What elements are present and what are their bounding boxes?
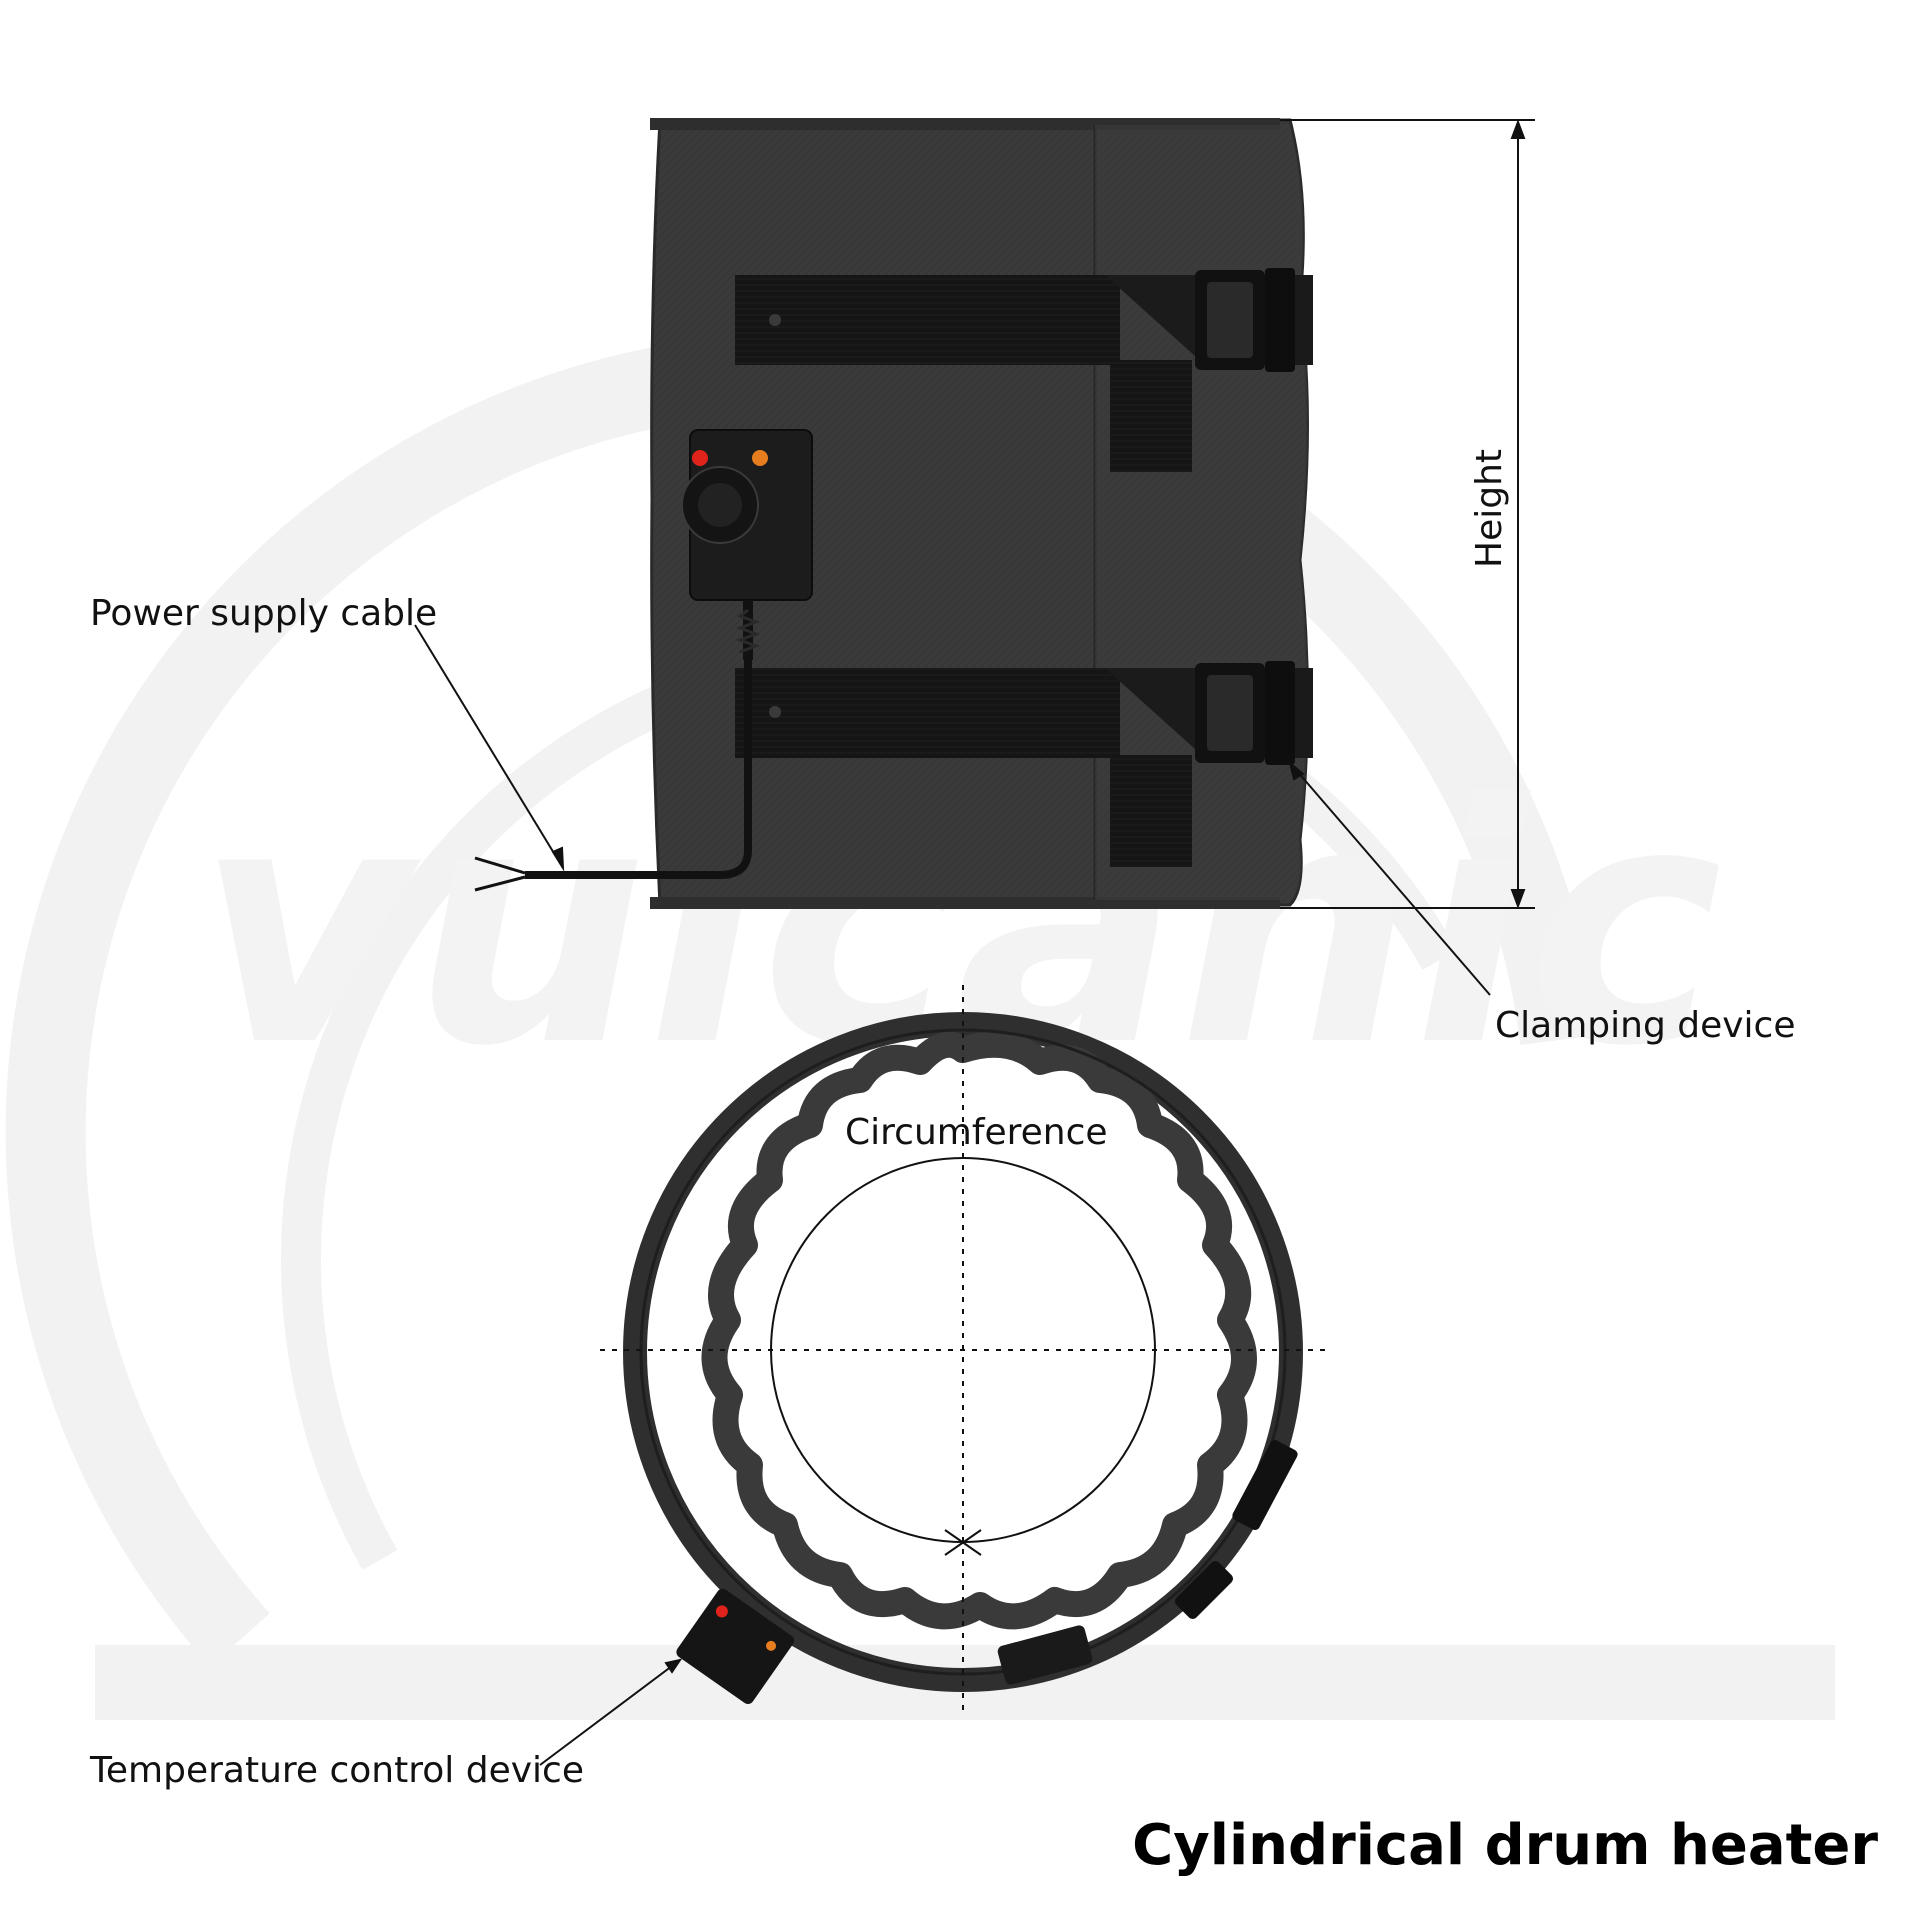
height-label: Height	[1469, 448, 1510, 568]
clamping-device-label: Clamping device	[1495, 1005, 1796, 1046]
red-led-icon	[692, 450, 708, 466]
circumference-diagram	[600, 985, 1330, 1715]
temperature-controller	[681, 429, 813, 660]
lower-strap	[735, 668, 1205, 867]
power-cable	[474, 660, 752, 892]
power-supply-cable-label: Power supply cable	[90, 593, 438, 634]
leader-lines	[414, 624, 1491, 1766]
temperature-control-device-label: Temperature control device	[90, 1750, 584, 1791]
upper-buckle-icon	[1195, 268, 1313, 372]
orange-led-icon	[752, 450, 768, 466]
ring-buckle-icon	[1174, 1439, 1298, 1620]
page-title: Cylindrical drum heater	[1132, 1813, 1878, 1878]
upper-strap	[735, 275, 1205, 472]
ring-controller-icon	[676, 1588, 795, 1705]
circumference-label: Circumference	[845, 1112, 1108, 1153]
lower-buckle-icon	[1195, 661, 1313, 765]
height-dimension	[1280, 119, 1535, 909]
